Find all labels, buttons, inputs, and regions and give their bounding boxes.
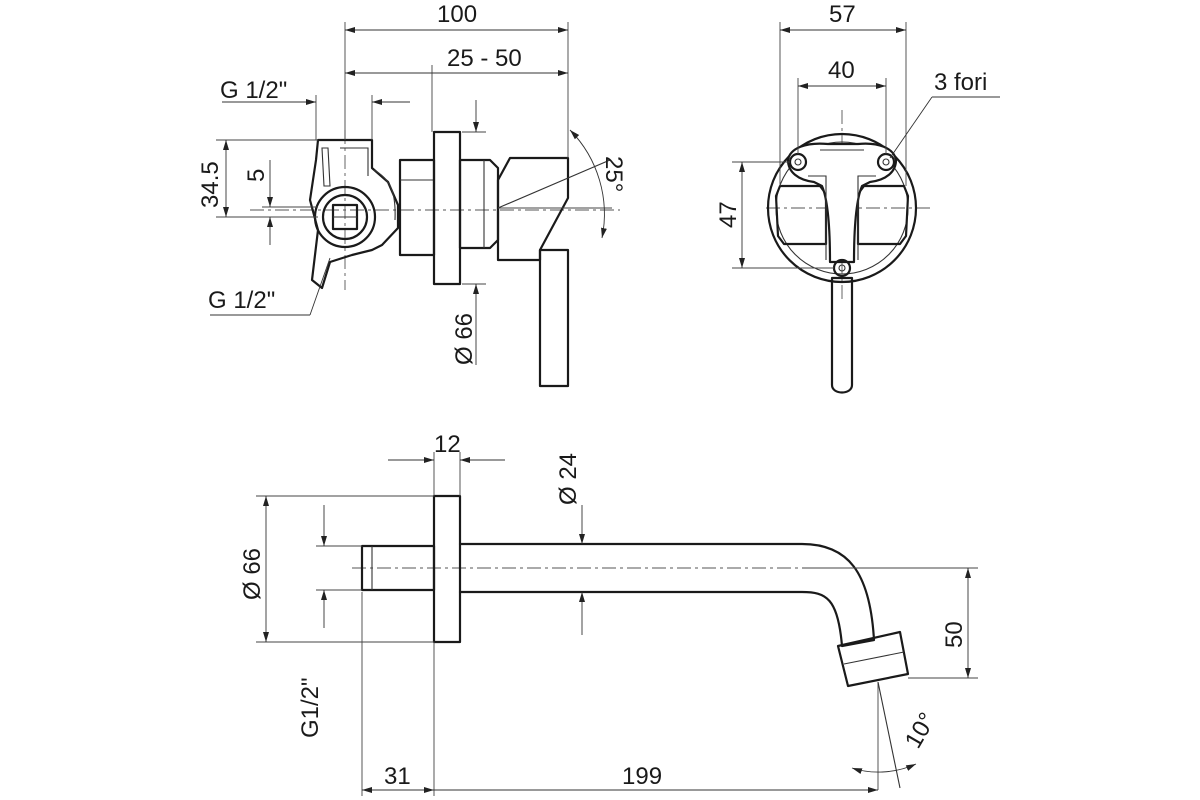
dim-mixer-depth: 100 — [437, 1, 477, 28]
mixer-side-dimensions: 100 25 - 50 G 1/2" 34.5 5 G 1/2" Ø 66 — [197, 1, 627, 365]
mixer-side-view — [250, 130, 620, 388]
dim-hole-spacing: 40 — [828, 57, 855, 84]
dim-spout-pipe-diameter: Ø 24 — [555, 453, 582, 505]
dim-spout-drop: 50 — [941, 621, 968, 648]
spout-dimensions: 12 Ø 24 Ø 66 G1/2" 50 10° 31 199 — [239, 431, 978, 796]
mixer-front-dimensions: 57 40 3 fori 47 — [715, 1, 1000, 269]
dim-inlet-thread-bottom: G 1/2" — [208, 287, 275, 314]
dim-spout-thread: G1/2" — [297, 677, 324, 738]
dim-rosette-diameter-mixer: Ø 66 — [451, 313, 478, 365]
dim-handle-angle: 25° — [600, 156, 627, 192]
dim-spout-rosette-thickness: 12 — [434, 431, 461, 458]
dim-rosette-width: 57 — [829, 1, 856, 28]
dim-spout-rosette-diameter: Ø 66 — [239, 548, 266, 600]
spout-view — [352, 494, 910, 688]
dim-mixer-adjust-range: 25 - 50 — [447, 45, 522, 72]
dim-spout-tip-angle: 10° — [900, 708, 942, 753]
dim-spout-length: 199 — [622, 763, 662, 790]
dim-offset: 5 — [243, 169, 270, 182]
mixer-front-view — [766, 110, 932, 394]
dim-body-height: 34.5 — [197, 161, 224, 208]
dim-spout-connector-length: 31 — [384, 763, 411, 790]
dim-holes-label: 3 fori — [934, 69, 987, 96]
dim-hole-height: 47 — [715, 201, 742, 228]
dim-inlet-thread-top: G 1/2" — [220, 77, 287, 104]
